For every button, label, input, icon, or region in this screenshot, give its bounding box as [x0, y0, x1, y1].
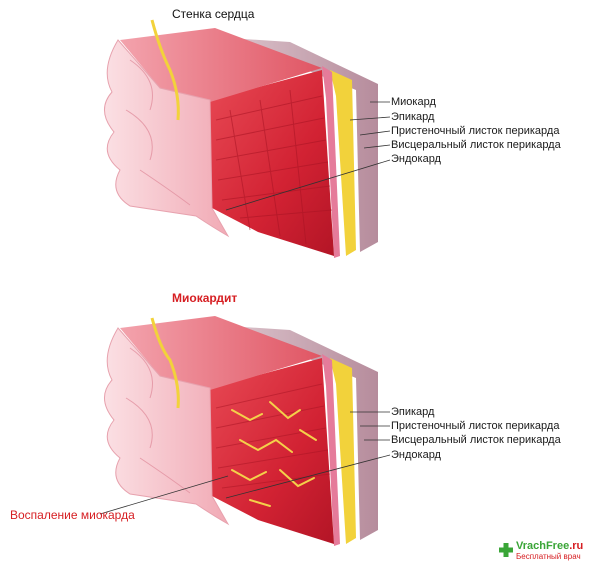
myocardium-block [210, 70, 334, 256]
endocardium-layer [104, 39, 230, 238]
label-myocardial-inflammation: Воспаление миокарда [10, 508, 135, 522]
label-endocardium: Эндокард [391, 153, 441, 165]
label-visceral-pericardium-bottom: Висцеральный листок перикарда [391, 434, 561, 446]
myocarditis-heart-wall-illustration [104, 316, 378, 546]
pericardium-layer [228, 38, 378, 252]
label-endocardium-bottom: Эндокард [391, 449, 441, 461]
diagram-title-heart-wall: Стенка сердца [172, 7, 255, 21]
vrachfree-watermark: VrachFree.ru Бесплатный врач [498, 540, 602, 564]
bottom-leader-lines [99, 411, 391, 515]
label-epicardium: Эпикард [391, 111, 435, 123]
watermark-brand-name: VrachFree.ru [516, 540, 584, 552]
diagram-title-myocarditis: Миокардит [172, 291, 238, 305]
top-leader-lines [225, 101, 391, 211]
label-parietal-pericardium-bottom: Пристеночный листок перикарда [391, 420, 560, 432]
label-visceral-pericardium: Висцеральный листок перикарда [391, 139, 561, 151]
epicardium-layer [330, 70, 356, 256]
label-myocardium: Миокард [391, 96, 436, 108]
medical-cross-icon [499, 543, 513, 557]
inflammation-streaks [231, 401, 317, 507]
label-parietal-pericardium: Пристеночный листок перикарда [391, 125, 560, 137]
normal-heart-wall-illustration [104, 19, 378, 258]
watermark-tagline: Бесплатный врач [516, 552, 581, 561]
label-epicardium-bottom: Эпикард [391, 406, 435, 418]
